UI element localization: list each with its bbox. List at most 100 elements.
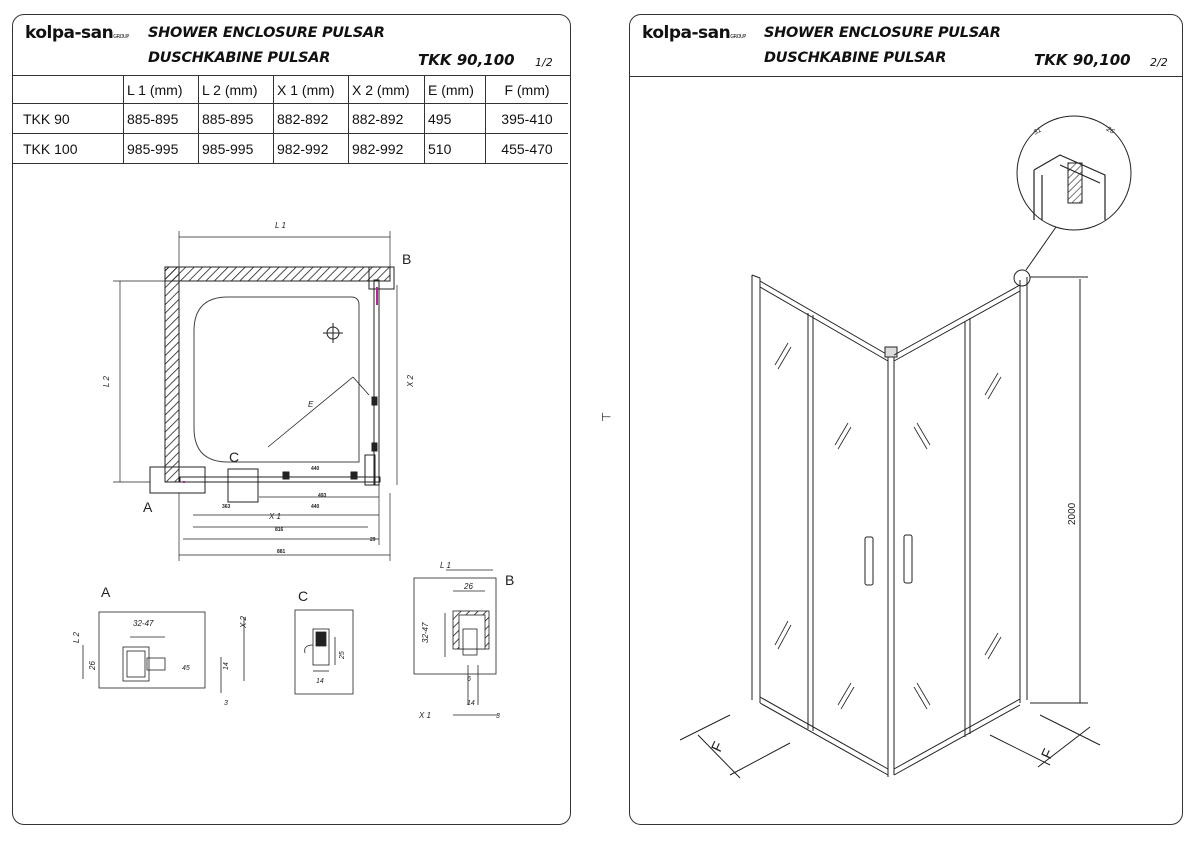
detail-A-box — [149, 466, 206, 494]
detail-B-title: B — [505, 572, 514, 588]
detail-B-X1: X 1 — [418, 711, 431, 720]
detail-A-26: 26 — [88, 661, 97, 671]
drawing-sheet-1: kolpa-sanGROUP SHOWER ENCLOSURE PULSAR D… — [12, 14, 571, 825]
detail-A-X2: X 2 — [239, 615, 248, 629]
detail-A-L2: L 2 — [72, 631, 81, 643]
detail-C-title: C — [298, 588, 308, 604]
table-cell: 510 — [424, 133, 486, 164]
table-cell: 985-995 — [123, 133, 199, 164]
callout-A: A — [143, 499, 153, 515]
label-E: E — [308, 400, 314, 409]
brand-logo-text: kolpa-san — [25, 23, 114, 43]
table-cell: 495 — [424, 103, 486, 134]
detail-A-3: 3 — [224, 700, 228, 707]
model-number: TKK 90,100 — [418, 51, 515, 69]
glass-panel-bottom — [179, 476, 381, 483]
shower-tray — [193, 296, 360, 463]
detail-A-14: 14 — [223, 662, 230, 670]
dim-29: 29 — [370, 537, 376, 543]
brand-logo-small: GROUP — [113, 34, 129, 40]
detail-B-14: 14 — [467, 700, 475, 707]
height-dimension: 2000 — [1067, 502, 1078, 525]
brand-logo-text: kolpa-san — [642, 23, 731, 43]
dim-F-right: F — [1038, 746, 1057, 761]
brand-logo: kolpa-sanGROUP — [25, 23, 129, 43]
page-number: 2/2 — [1150, 56, 1168, 69]
technical-drawing: L 1 L 2 X 2 X 1 E B A C 440 493 363 440 … — [72, 221, 514, 720]
table-cell: TKK 90 — [13, 103, 124, 134]
plan-view — [113, 231, 398, 561]
page-number: 1/2 — [535, 56, 553, 69]
elevation-labels: 2000 F F 31 26 — [708, 125, 1115, 762]
label-X1: X 1 — [268, 512, 281, 521]
detail-B-26: 26 — [463, 582, 473, 591]
table-header-cell — [13, 75, 124, 104]
detail-C-labels: C 25 14 — [298, 588, 346, 685]
table-header-cell: X 2 (mm) — [348, 75, 425, 104]
dim-363: 363 — [222, 504, 231, 510]
detail-B-box — [368, 266, 395, 290]
table-cell: 395-410 — [485, 103, 568, 134]
drawing-sheet-2: kolpa-sanGROUP SHOWER ENCLOSURE PULSAR D… — [629, 14, 1183, 825]
table-cell: 885-895 — [198, 103, 274, 134]
table-header-cell: L 1 (mm) — [123, 75, 199, 104]
table-cell: 455-470 — [485, 133, 568, 164]
model-number: TKK 90,100 — [1034, 51, 1131, 69]
enclosure-frame — [679, 115, 1132, 779]
detail-A-32-47: 32-47 — [133, 619, 154, 628]
title-line-1: SHOWER ENCLOSURE PULSAR — [148, 25, 385, 41]
detail-C — [294, 609, 354, 695]
dim-F-left: F — [708, 739, 727, 754]
table-cell: TKK 100 — [13, 133, 124, 164]
dim-816: 816 — [275, 527, 284, 533]
dim-440b: 440 — [311, 504, 320, 510]
detail-C-box — [227, 468, 259, 503]
callout-C: C — [229, 449, 239, 465]
profile-dim-26: 26 — [1104, 125, 1115, 136]
plan-labels: L 1 L 2 X 2 X 1 E B A C 440 493 363 440 … — [102, 221, 415, 555]
label-L1: L 1 — [275, 221, 286, 230]
table-row: TKK 100 985-995 985-995 982-992 982-992 … — [13, 133, 568, 164]
table-row: TKK 90 885-895 885-895 882-892 882-892 4… — [13, 103, 568, 134]
dim-493: 493 — [318, 493, 327, 499]
wall-left — [164, 266, 180, 483]
detail-A-title: A — [101, 584, 111, 600]
detail-B-6: 6 — [467, 676, 471, 683]
label-L2: L 2 — [102, 375, 111, 387]
detail-B-3: 3 — [496, 713, 500, 720]
brand-logo: kolpa-sanGROUP — [642, 23, 746, 43]
table-cell: 885-895 — [123, 103, 199, 134]
wall-top — [164, 266, 391, 282]
detail-B-labels: B L 1 26 32-47 6 14 X 1 3 — [418, 561, 514, 720]
detail-C-14: 14 — [316, 678, 324, 685]
title-line-2: DUSCHKABINE PULSAR — [148, 50, 331, 66]
title-line-2: DUSCHKABINE PULSAR — [764, 50, 947, 66]
table-header-cell: L 2 (mm) — [198, 75, 274, 104]
enclosure-elevation-drawing: 2000 F F 31 26 — [679, 115, 1132, 779]
table-cell: 882-892 — [273, 103, 349, 134]
table-header-row: L 1 (mm) L 2 (mm) X 1 (mm) X 2 (mm) E (m… — [13, 75, 568, 104]
table-cell: 982-992 — [348, 133, 425, 164]
table-cell: 882-892 — [348, 103, 425, 134]
dim-440: 440 — [311, 466, 320, 472]
table-cell: 985-995 — [198, 133, 274, 164]
detail-C-25: 25 — [339, 651, 346, 660]
detail-A-labels: A L 2 X 2 32-47 26 45 14 3 — [72, 584, 248, 707]
dimension-table: L 1 (mm) L 2 (mm) X 1 (mm) X 2 (mm) E (m… — [13, 75, 568, 164]
table-header-cell: X 1 (mm) — [273, 75, 349, 104]
table-header-cell: F (mm) — [485, 75, 568, 104]
profile-dim-31: 31 — [1033, 127, 1043, 137]
table-cell: 982-992 — [273, 133, 349, 164]
label-X2: X 2 — [406, 374, 415, 388]
brand-logo-small: GROUP — [730, 34, 746, 40]
detail-A — [82, 611, 245, 693]
dim-881: 881 — [277, 549, 286, 555]
callout-B: B — [402, 251, 411, 267]
detail-B — [413, 569, 498, 716]
glass-panel-right — [373, 279, 380, 486]
title-line-1: SHOWER ENCLOSURE PULSAR — [764, 25, 1001, 41]
detail-B-L1: L 1 — [440, 561, 451, 570]
header-divider — [630, 76, 1182, 77]
sheet-separator-mark: ⊢ — [601, 410, 612, 424]
detail-B-32-47: 32-47 — [421, 622, 430, 643]
